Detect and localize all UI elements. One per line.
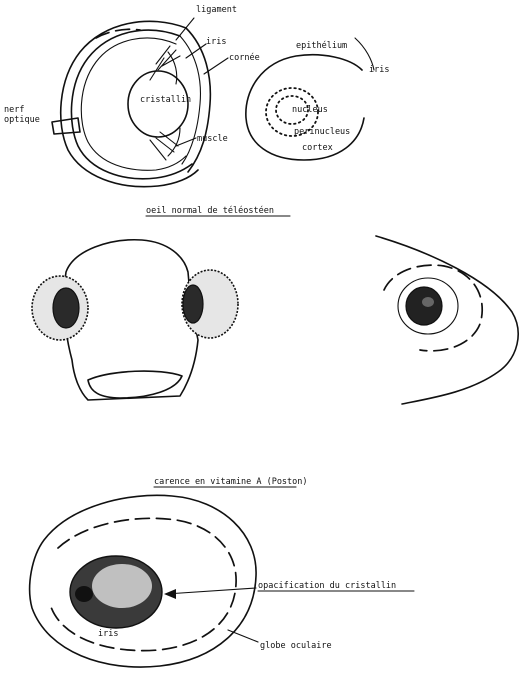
lens-section: epithélium iris nucleus perinucleus cort… [245, 37, 389, 161]
side-iris [397, 277, 459, 335]
lens-circle [127, 70, 189, 138]
ligament-strands [149, 45, 181, 81]
iris-upper [167, 51, 178, 85]
label-iris-deficient: iris [98, 629, 118, 639]
side-pupil [405, 286, 443, 326]
opaque-lens-highlight [92, 564, 152, 608]
nucleus-ring [275, 95, 309, 125]
iris-lower [167, 127, 181, 157]
fish-head-side [375, 235, 519, 405]
label-perinucleus: perinucleus [294, 127, 350, 137]
mouth-outline [87, 370, 183, 399]
cornea-outer [185, 27, 212, 173]
outer-dashed-wall [95, 28, 141, 39]
epithelium-edge [354, 37, 375, 71]
inner-dashed-ring [49, 517, 237, 652]
perinucleus-ring [265, 87, 319, 137]
side-pupil-highlight [422, 297, 434, 307]
muscle-strands [149, 131, 179, 161]
label-nucleus: nucleus [292, 105, 328, 115]
cornea-inner [179, 35, 201, 165]
muscle-pointer [175, 137, 197, 147]
globe-outline [28, 494, 257, 668]
title-deficiency: carence en vitamine A (Poston) [154, 477, 308, 487]
sclera-middle [70, 29, 193, 180]
iris-pointer [185, 43, 207, 59]
opacification-arrowhead [164, 589, 176, 599]
label-iris: iris [206, 37, 226, 47]
fish-head-front [31, 239, 239, 401]
right-pupil [182, 284, 204, 324]
optic-nerve [51, 117, 81, 135]
lens-outline [245, 53, 365, 161]
label-optic-nerve-1: nerf [4, 105, 24, 115]
label-ligament: ligament [196, 5, 237, 15]
eye-cross-section: ligament iris cornée cristallin nerf opt… [4, 5, 260, 188]
opaque-lens-spot [75, 586, 93, 602]
opacification-pointer [165, 587, 257, 595]
globe-pointer [227, 629, 259, 643]
side-eye-ring [383, 264, 484, 352]
label-cornea: cornée [229, 52, 260, 63]
label-lens-iris: iris [369, 65, 389, 75]
sclera-inner [80, 37, 187, 171]
cornea-pointer [203, 57, 229, 75]
deficient-eye: opacification du cristallin iris globe o… [28, 494, 415, 668]
sclera-outer [59, 20, 199, 188]
title-normal-eye: oeil normal de téléostéen [146, 205, 274, 216]
label-cortex: cortex [302, 143, 333, 153]
side-head-outline [375, 235, 519, 405]
label-optic-nerve-2: optique [4, 115, 40, 125]
label-opacification: opacification du cristallin [258, 581, 396, 591]
label-lens: cristallin [140, 95, 191, 105]
label-muscle: muscle [197, 134, 228, 144]
left-pupil [52, 287, 80, 329]
label-eyeball: globe oculaire [260, 641, 332, 651]
ligament-pointer [175, 17, 195, 41]
label-epithelium: epithélium [296, 40, 347, 51]
